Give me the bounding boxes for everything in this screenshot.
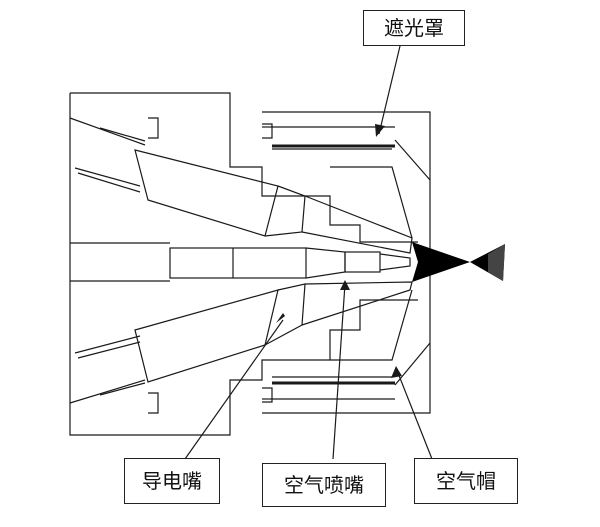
- label-contact-tip: 导电嘴: [124, 458, 220, 504]
- label-air-cap-text: 空气帽: [436, 469, 496, 493]
- leader-contact-tip: [184, 319, 284, 460]
- arrowhead-light-shield: [375, 124, 385, 137]
- contact-tip-upper: [69, 117, 413, 254]
- arrowhead-air-cap: [391, 366, 402, 378]
- label-light-shield-text: 遮光罩: [384, 16, 444, 40]
- label-contact-tip-text: 导电嘴: [142, 469, 202, 493]
- label-air-cap: 空气帽: [414, 458, 518, 504]
- air-nozzle-center: [169, 247, 411, 279]
- spray-wedge: [412, 242, 470, 282]
- arrowhead-air-nozzle: [340, 280, 350, 290]
- leader-light-shield: [378, 45, 401, 135]
- label-air-nozzle: 空气喷嘴: [262, 463, 386, 507]
- spray-pattern: [412, 242, 505, 282]
- arrowhead-contact-tip: [276, 313, 285, 323]
- light-shield-upper: [262, 111, 431, 288]
- label-air-nozzle-text: 空气喷嘴: [284, 473, 364, 497]
- leader-air-cap: [397, 372, 433, 460]
- leader-air-nozzle: [332, 283, 346, 460]
- leader-lines: [184, 45, 433, 460]
- housing-notches: [148, 117, 273, 414]
- air-cap-lower: [262, 288, 431, 414]
- label-light-shield: 遮光罩: [363, 10, 465, 46]
